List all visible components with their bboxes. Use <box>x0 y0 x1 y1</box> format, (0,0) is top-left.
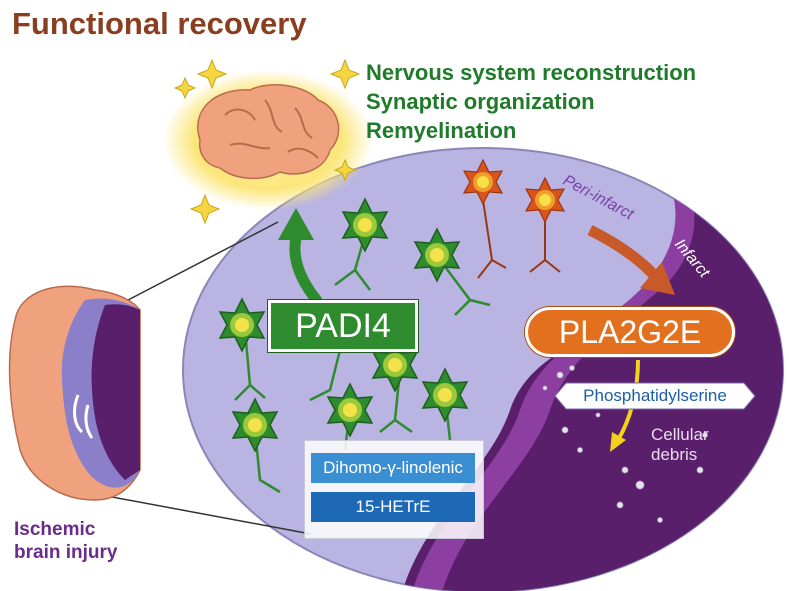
figure-title: Functional recovery <box>12 6 307 41</box>
pla2g2e-arrow <box>587 225 675 295</box>
zoom-line-bottom <box>111 496 312 535</box>
ischemic-injury-caption: Ischemic brain injury <box>14 518 117 564</box>
recovering-brain-icon <box>163 70 373 210</box>
zoom-line-top <box>104 221 279 313</box>
cellular-debris-particles <box>542 365 708 523</box>
caption-line: brain injury <box>14 542 118 563</box>
phosphatidylserine-tag <box>554 382 756 410</box>
effect-item: Synaptic organization <box>366 89 595 114</box>
recovery-effects-list: Nervous system reconstruction Synaptic o… <box>366 58 696 145</box>
debris-label-line: Cellular <box>651 425 709 444</box>
brain-section-icon <box>8 285 141 501</box>
debris-label-line: debris <box>651 445 698 464</box>
cellular-debris-label: Cellular debris <box>651 425 709 465</box>
sparkle-icons <box>173 58 361 225</box>
effect-item: Remyelination <box>366 118 517 143</box>
lipid-dgla: Dihomo-γ-linolenic acid <box>311 453 475 507</box>
padi4-label: PADI4 <box>268 300 418 352</box>
orange-neuron-dendrites <box>477 199 561 279</box>
effect-item: Nervous system reconstruction <box>366 60 697 85</box>
caption-line: Ischemic <box>14 519 96 540</box>
pla2g2e-label: PLA2G2E <box>525 307 735 357</box>
recovery-arrow <box>278 208 323 306</box>
lipid-15-hetre: 15-HETrE <box>311 492 475 522</box>
phosphatidylserine-label: Phosphatidylserine <box>583 386 727 405</box>
